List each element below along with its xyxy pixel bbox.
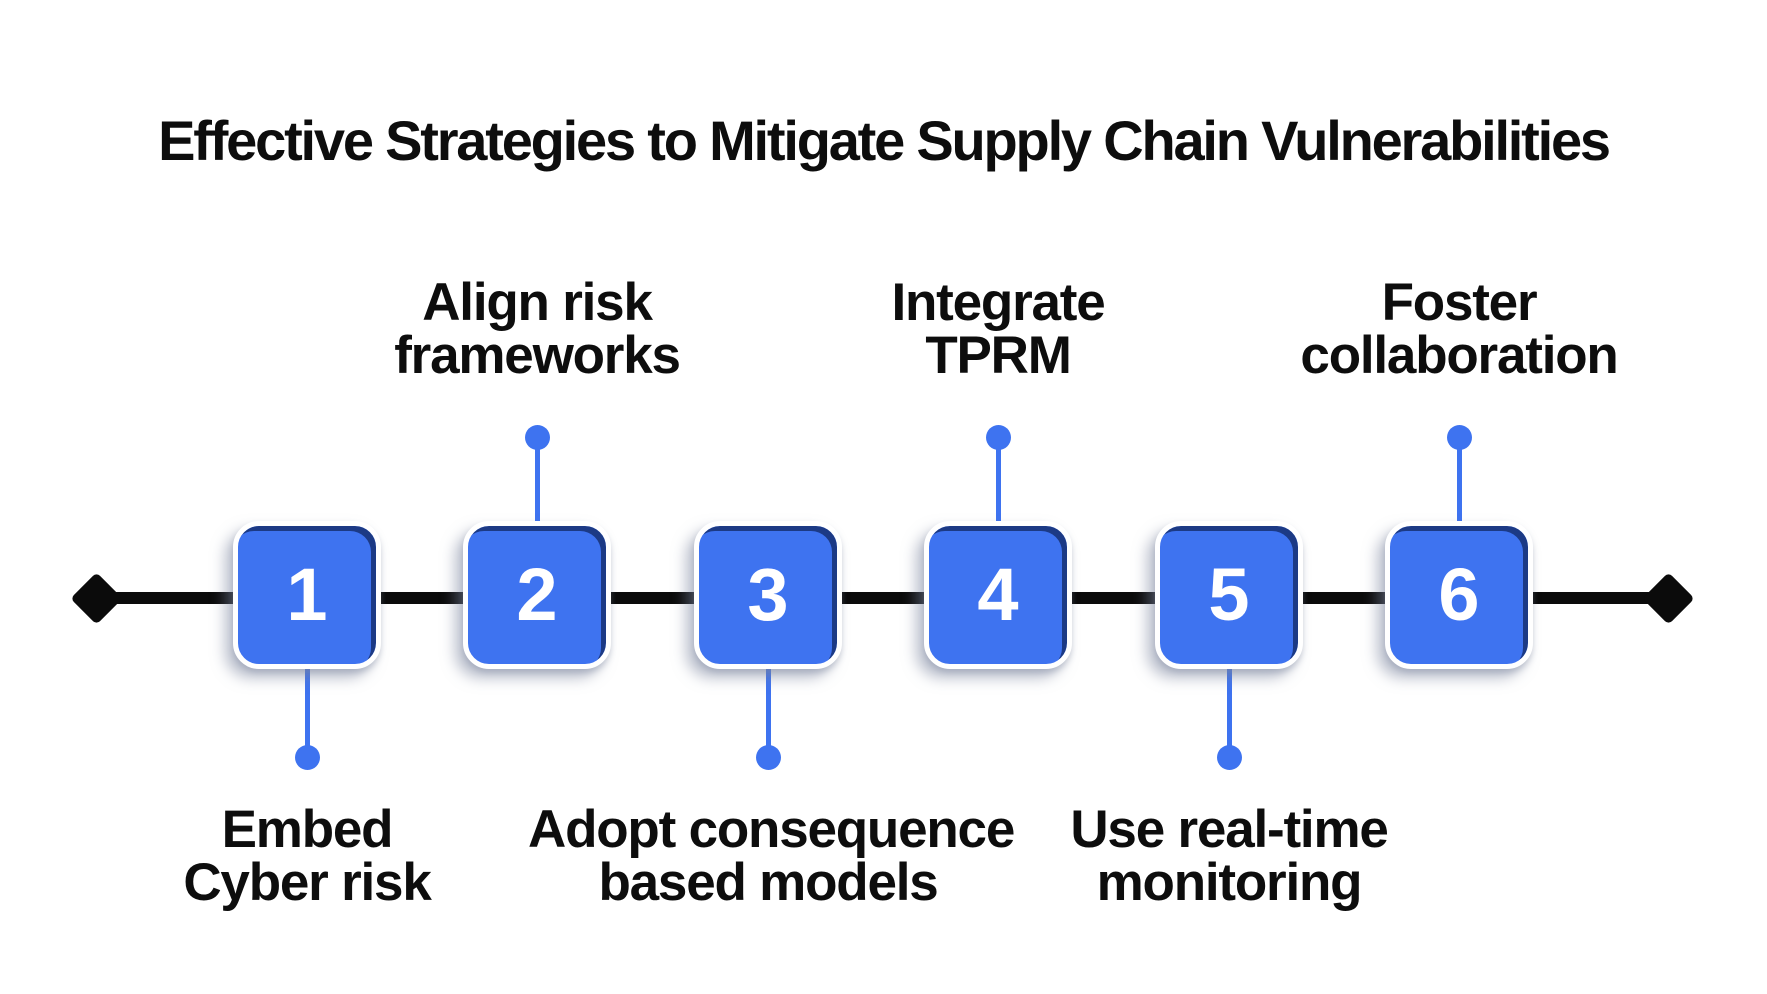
step-number: 2 <box>516 553 558 636</box>
page-title: Effective Strategies to Mitigate Supply … <box>158 108 1611 172</box>
step-label: Embed Cyber risk <box>67 803 547 909</box>
connector-dot <box>755 745 781 770</box>
step-box: 5 <box>1155 521 1303 669</box>
step-box: 3 <box>694 521 842 669</box>
step-number: 3 <box>747 553 789 636</box>
step-label-line: Adopt consequence <box>528 800 1015 859</box>
connector-dot <box>294 745 320 770</box>
connector-line <box>995 436 1001 524</box>
step-number: 4 <box>977 553 1019 636</box>
step-label: Align risk frameworks <box>297 276 777 382</box>
step-label-line: frameworks <box>394 326 681 385</box>
step-number: 5 <box>1208 553 1250 636</box>
step-label-line: monitoring <box>1096 853 1363 912</box>
connector-dot <box>985 425 1011 450</box>
connector-line <box>534 436 540 524</box>
step-label: Foster collaboration <box>1219 276 1699 382</box>
timeline-start-diamond-icon <box>70 572 123 625</box>
step-label-line: Align risk <box>422 273 653 332</box>
connector-line <box>304 666 310 758</box>
step-label-line: Integrate <box>891 273 1105 332</box>
connector-dot <box>524 425 550 450</box>
step-number: 1 <box>286 553 328 636</box>
step-box: 4 <box>924 521 1072 669</box>
step-label: Integrate TPRM <box>758 276 1238 382</box>
step-number: 6 <box>1438 553 1480 636</box>
step-label: Use real-time monitoring <box>989 803 1469 909</box>
connector-dot <box>1216 745 1242 770</box>
step-box: 1 <box>233 521 381 669</box>
step-label-line: Foster <box>1381 273 1538 332</box>
connector-line <box>1226 666 1232 758</box>
connector-line <box>765 666 771 758</box>
step-label-line: Cyber risk <box>183 853 431 912</box>
connector-line <box>1456 436 1462 524</box>
step-label-line: Use real-time <box>1070 800 1388 859</box>
step-label-line: Embed <box>221 800 394 859</box>
step-label-line: based models <box>598 853 938 912</box>
connector-dot <box>1446 425 1472 450</box>
step-label-line: TPRM <box>925 326 1072 385</box>
step-box: 6 <box>1385 521 1533 669</box>
step-label-line: collaboration <box>1300 326 1618 385</box>
timeline-end-diamond-icon <box>1642 572 1695 625</box>
step-box: 2 <box>463 521 611 669</box>
step-label: Adopt consequence based models <box>528 800 1015 912</box>
